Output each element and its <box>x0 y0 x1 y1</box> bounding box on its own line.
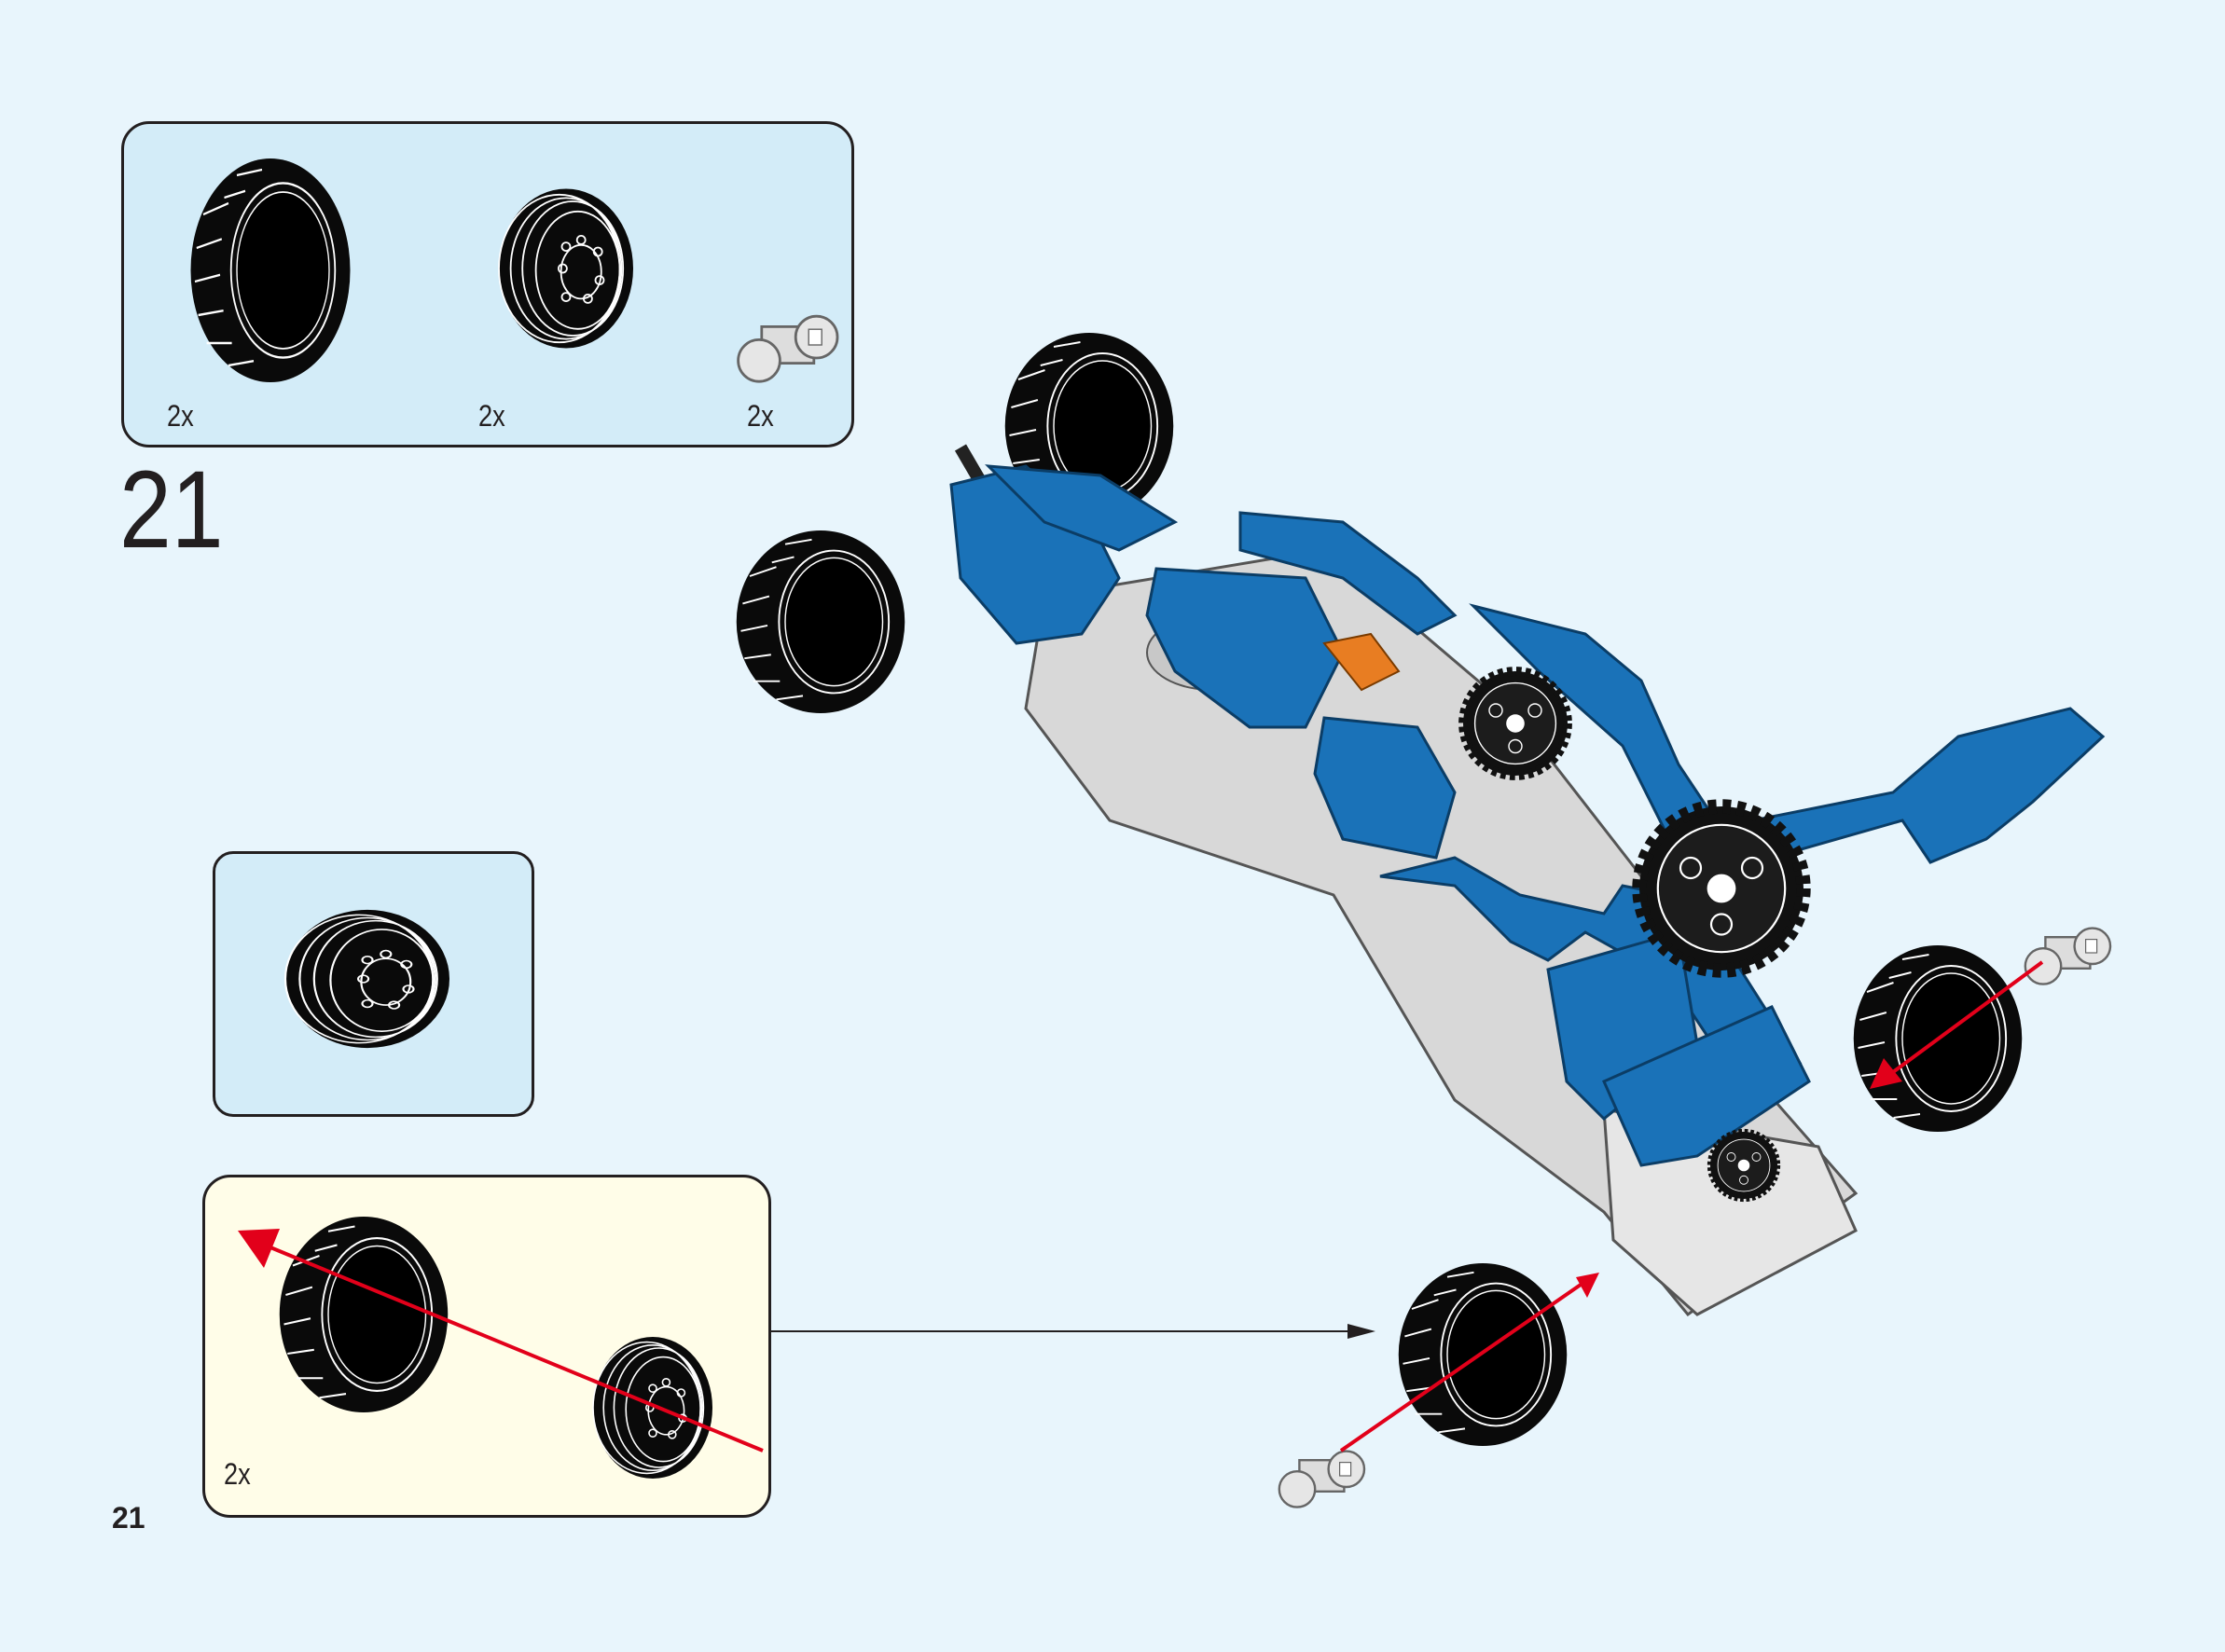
step-number: 21 <box>119 448 224 571</box>
callout-pointer-head <box>1347 1324 1375 1339</box>
part-quantity-tire: 2x <box>167 399 194 433</box>
rim-callout-box <box>213 851 534 1117</box>
part-quantity-connector: 2x <box>747 399 774 433</box>
parts-list-box: 2x 2x 2x <box>121 121 854 447</box>
part-quantity-rim: 2x <box>478 399 505 433</box>
page-number: 21 <box>112 1501 145 1535</box>
subassembly-box: 2x <box>202 1175 771 1518</box>
vehicle-model <box>735 332 2112 1508</box>
subassembly-quantity: 2x <box>224 1457 251 1491</box>
